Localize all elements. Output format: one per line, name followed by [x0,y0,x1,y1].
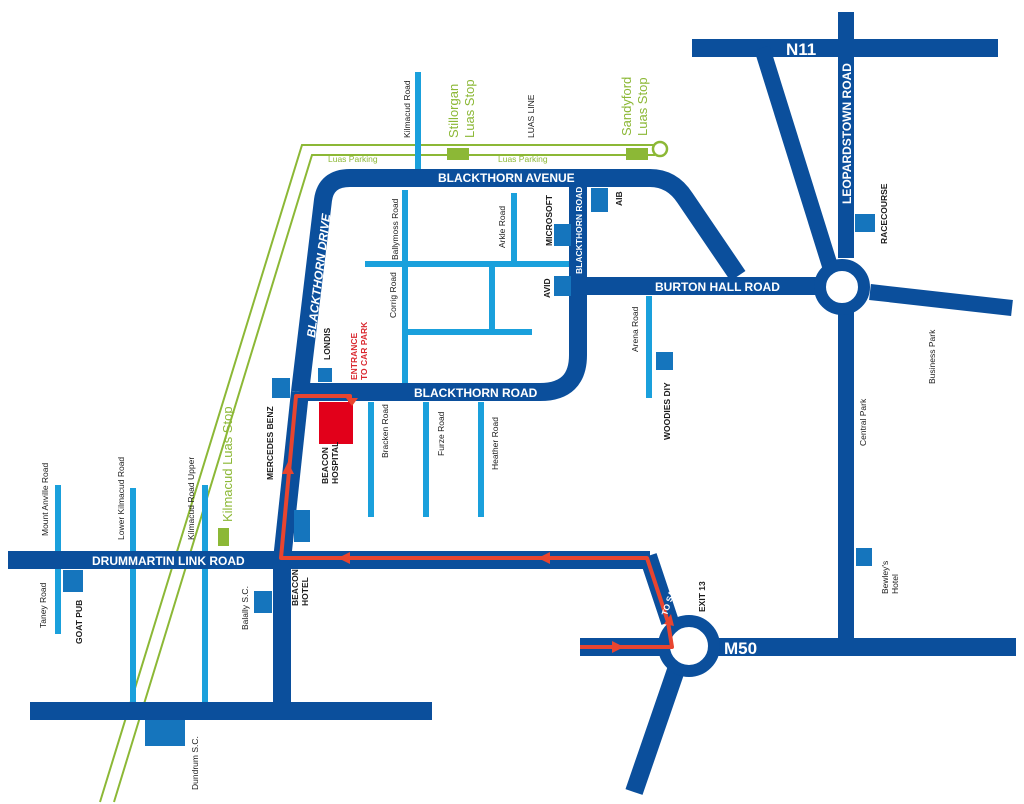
label-goat-pub: GOAT PUB [74,600,84,644]
label-aib: AIB [614,191,624,206]
label-sandyford-luas-line2: Luas Stop [635,77,650,136]
luas-line [99,144,655,803]
label-lower-kilmacud-road: Lower Kilmacud Road [116,457,126,540]
label-m50: M50 [724,639,757,658]
label-beacon-hotel-line2: HOTEL [300,577,310,606]
label-drummartin-link-road: DRUMMARTIN LINK ROAD [92,554,245,568]
label-taney-road: Taney Road [38,582,48,628]
label-racecourse: RACECOURSE [879,183,889,244]
label-woodies-diy: WOODIES DIY [662,382,672,440]
label-central-park: Central Park [858,398,868,446]
luas-stop-icon [447,148,469,160]
label-avid: AVID [542,278,552,298]
label-luas-line: LUAS LINE [526,94,536,138]
label-n11: N11 [786,40,816,59]
luas-stop-icon [626,148,648,160]
label-microsoft: MICROSOFT [544,194,554,246]
label-blackthorn-road-vertical: BLACKTHORN ROAD [574,187,584,274]
label-beacon-hospital-line2: HOSPITAL [330,442,340,484]
label-londis: LONDIS [322,328,332,360]
label-burton-hall-road: BURTON HALL ROAD [655,280,780,294]
luas-line-terminus-icon [651,140,669,158]
label-kilmacud-road-upper: Kilmacud Road Upper [186,457,196,540]
label-mount-anville-road: Mount Anville Road [40,462,50,536]
label-arena-road: Arena Road [630,306,640,352]
label-heather-road: Heather Road [490,417,500,470]
label-mercedes-benz: MERCEDES BENZ [265,406,275,480]
label-bracken-road: Bracken Road [380,404,390,458]
label-arkle-road: Arkle Road [497,206,507,248]
route-arrow-icon [282,398,674,653]
label-beacon-hospital-line1: BEACON [320,447,330,484]
label-furze-road: Furze Road [436,411,446,456]
label-beacon-hotel-line1: BEACON [290,569,300,606]
label-kilmacud-road: Kilmacud Road [402,80,412,138]
label-blackthorn-road-lower: BLACKTHORN ROAD [414,386,538,400]
label-kilmacud-luas-stop: Kilmacud Luas Stop [220,406,235,522]
buildings [63,188,875,746]
label-leopardstown-road: LEOPARDSTOWN ROAD [840,63,854,204]
roundabout-icon [814,259,870,315]
label-ballymoss-road: Ballymoss Road [390,198,400,260]
label-stillorgan-luas-line1: Stillorgan [446,84,461,138]
label-exit-13: EXIT 13 [697,581,707,612]
label-bewleys-line2: Hotel [890,574,900,594]
label-luas-parking-left: Luas Parking [328,154,378,164]
label-sandyford-luas-line1: Sandyford [619,77,634,136]
label-bewleys-line1: Bewley's [880,561,890,594]
label-dundrum-sc: Dundrum S.C. [190,736,200,790]
label-entrance-line1: ENTRANCE [349,332,359,380]
label-balally-sc: Balally S.C. [240,586,250,630]
label-stillorgan-luas-line2: Luas Stop [462,79,477,138]
label-entrance-line2: TO CAR PARK [359,321,369,380]
label-corrig-road: Corrig Road [388,272,398,318]
label-luas-parking-right: Luas Parking [498,154,548,164]
label-business-park: Business Park [927,329,937,384]
luas-stop-icon [218,528,229,546]
beacon-hospital-building [319,402,353,444]
route-to-hospital [279,394,674,649]
label-blackthorn-avenue: BLACKTHORN AVENUE [438,171,575,185]
